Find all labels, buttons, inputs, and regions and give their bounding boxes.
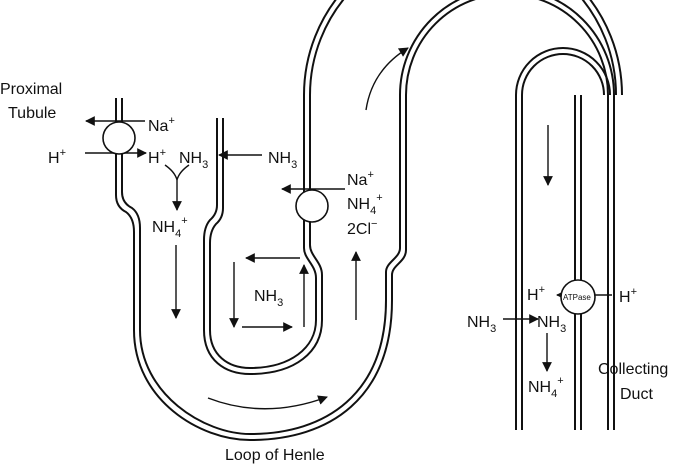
inner-wall-inner — [209, 0, 623, 369]
collecting-label-1: Collecting — [598, 361, 668, 378]
loop-of-henle-label: Loop of Henle — [225, 447, 325, 464]
flow-arrows — [171, 47, 553, 410]
ascending-transport — [281, 184, 345, 223]
proximal-label-1: Proximal — [0, 81, 62, 98]
nh3-interstitium-label: NH3 — [254, 288, 283, 309]
collecting-label-2: Duct — [620, 386, 653, 403]
nh3-cd-out-label: NH3 — [467, 314, 496, 335]
h-cd-right-label: H+ — [619, 286, 637, 306]
atpase-label: ATPase — [563, 293, 591, 302]
nh4-left-label: NH4+ — [152, 215, 188, 240]
h-cd-left-label: H+ — [527, 284, 545, 304]
h-left-label: H+ — [48, 147, 66, 167]
combine-arrow — [164, 164, 190, 181]
nh3-top1-label: NH3 — [179, 150, 208, 171]
nkcc-transporter — [295, 189, 329, 223]
flow-arrow-top — [365, 47, 409, 111]
proximal-label-2: Tubule — [8, 105, 56, 122]
flow-arrow-bottom — [207, 395, 328, 410]
outer-wall — [115, 0, 609, 441]
descending-limb-return — [515, 47, 611, 430]
na-top-label: Na+ — [148, 115, 175, 135]
na-mid-label: Na+ — [347, 169, 374, 189]
inner-wall — [203, 0, 617, 375]
countercurrent-arrows — [229, 253, 309, 332]
nh3-top2-label: NH3 — [268, 150, 297, 171]
tubule-walls — [115, 0, 623, 441]
nh3-cd-in-label: NH3 — [537, 314, 566, 335]
proximal-transport — [85, 116, 262, 211]
labels: Proximal Tubule Na+ H+ H+ NH3 NH3 NH4+ N… — [0, 81, 668, 464]
nh4-mid-label: NH4+ — [347, 192, 383, 217]
nh4-cd-label: NH4+ — [528, 375, 564, 400]
atpase-pump — [560, 279, 596, 315]
collecting-transport — [503, 279, 612, 372]
outer-wall-inner — [121, 0, 615, 435]
proximal-exchanger — [102, 121, 136, 155]
descending-limb-return-inner — [521, 53, 605, 430]
h-inner-label: H+ — [148, 147, 166, 167]
cl-mid-label: 2Cl− — [347, 218, 377, 238]
